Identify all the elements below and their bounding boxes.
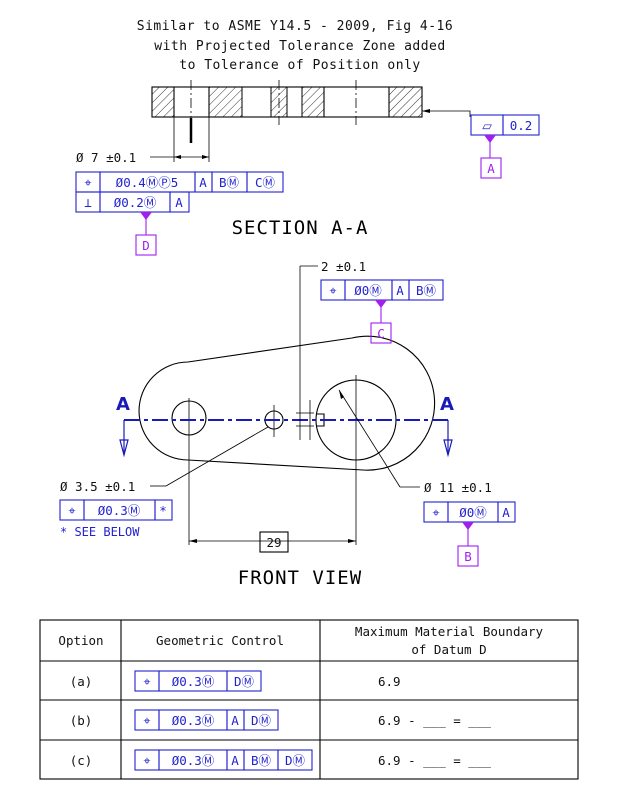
svg-text:DⓂ: DⓂ (251, 713, 272, 728)
basic-dim-29: 29 (266, 535, 281, 550)
table-header-option: Option (58, 633, 103, 648)
svg-text:6.9 - ___ = ___: 6.9 - ___ = ___ (378, 713, 491, 728)
front-view-part (119, 265, 453, 553)
section-title: SECTION A-A (232, 217, 369, 239)
datum-b-label: B (464, 549, 472, 564)
svg-text:BⓂ: BⓂ (416, 283, 437, 298)
svg-text:Ø0.2Ⓜ: Ø0.2Ⓜ (114, 195, 157, 210)
table-row: (c) ⌖ Ø0.3Ⓜ A BⓂ DⓂ 6.9 - ___ = ___ (70, 749, 491, 771)
table-header-mmb-2: of Datum D (411, 642, 486, 657)
svg-text:(c): (c) (70, 753, 93, 768)
svg-text:DⓂ: DⓂ (234, 674, 255, 689)
front-view-title: FRONT VIEW (238, 567, 362, 589)
options-table (39, 619, 579, 780)
datum-d-label: D (142, 238, 150, 253)
position-icon: ⌖ (329, 283, 337, 298)
small-hole-fcf: ⌖ Ø0.3Ⓜ * (59, 499, 173, 521)
table-row: (b) ⌖ Ø0.3Ⓜ A DⓂ 6.9 - ___ = ___ (70, 709, 491, 731)
position-icon: ⌖ (143, 713, 151, 728)
section-perpendicularity-fcf: ⊥ Ø0.2Ⓜ A D (75, 191, 190, 256)
svg-text:A: A (396, 283, 404, 298)
svg-text:(a): (a) (70, 674, 93, 689)
svg-text:A: A (231, 713, 239, 728)
datum-a-label: A (487, 161, 495, 176)
svg-text:DⓂ: DⓂ (285, 753, 306, 768)
position-icon: ⌖ (84, 175, 92, 190)
svg-text:A: A (199, 175, 207, 190)
svg-text:6.9 - ___ = ___: 6.9 - ___ = ___ (378, 753, 491, 768)
svg-text:Ø0Ⓜ: Ø0Ⓜ (354, 283, 382, 298)
section-position-fcf: ⌖ Ø0.4ⓂⓅ5 A BⓂ CⓂ (75, 171, 284, 193)
svg-text:Ø0Ⓜ: Ø0Ⓜ (459, 505, 487, 520)
section-label-left: A (116, 394, 130, 415)
svg-text:CⓂ: CⓂ (255, 175, 276, 190)
svg-text:(b): (b) (70, 713, 93, 728)
hole-diameter-dim: Ø 7 ±0.1 (76, 150, 136, 165)
table-row: (a) ⌖ Ø0.3Ⓜ DⓂ 6.9 (70, 670, 401, 692)
flatness-icon: ⏥ (482, 118, 492, 133)
caption-line-2: with Projected Tolerance Zone added (154, 39, 445, 54)
position-icon: ⌖ (143, 753, 151, 768)
position-icon: ⌖ (143, 674, 151, 689)
small-hole-dim: Ø 3.5 ±0.1 (60, 479, 135, 494)
svg-text:6.9: 6.9 (378, 674, 401, 689)
svg-text:Ø0.3Ⓜ: Ø0.3Ⓜ (172, 713, 215, 728)
svg-text:0.2: 0.2 (510, 118, 533, 133)
slot-width-dim: 2 ±0.1 (321, 259, 366, 274)
position-icon: ⌖ (68, 503, 76, 518)
table-header-mmb-1: Maximum Material Boundary (355, 624, 544, 639)
svg-text:Ø0.3Ⓜ: Ø0.3Ⓜ (98, 503, 141, 518)
svg-text:Ø0.4ⓂⓅ5: Ø0.4ⓂⓅ5 (116, 175, 179, 190)
caption-line-1: Similar to ASME Y14.5 - 2009, Fig 4-16 (137, 19, 453, 34)
svg-text:A: A (231, 753, 239, 768)
svg-text:*: * (159, 503, 167, 518)
svg-text:Ø0.3Ⓜ: Ø0.3Ⓜ (172, 674, 215, 689)
svg-text:BⓂ: BⓂ (219, 175, 240, 190)
section-view (150, 80, 471, 162)
slot-position-fcf: ⌖ Ø0Ⓜ A BⓂ C (320, 279, 444, 344)
large-hole-fcf: ⌖ Ø0Ⓜ A B (423, 501, 516, 567)
table-header-control: Geometric Control (156, 633, 284, 648)
flatness-fcf: ⏥ 0.2 A (470, 114, 540, 179)
svg-text:BⓂ: BⓂ (251, 753, 272, 768)
svg-text:Ø0.3Ⓜ: Ø0.3Ⓜ (172, 753, 215, 768)
perpendicularity-icon: ⊥ (84, 195, 92, 210)
svg-text:A: A (502, 505, 510, 520)
see-below-note: * SEE BELOW (60, 525, 140, 539)
section-label-right: A (440, 394, 454, 415)
svg-text:A: A (175, 195, 183, 210)
datum-c-label: C (377, 326, 385, 341)
position-icon: ⌖ (432, 505, 440, 520)
caption-line-3: to Tolerance of Position only (179, 58, 420, 73)
large-hole-dim: Ø 11 ±0.1 (424, 480, 492, 495)
